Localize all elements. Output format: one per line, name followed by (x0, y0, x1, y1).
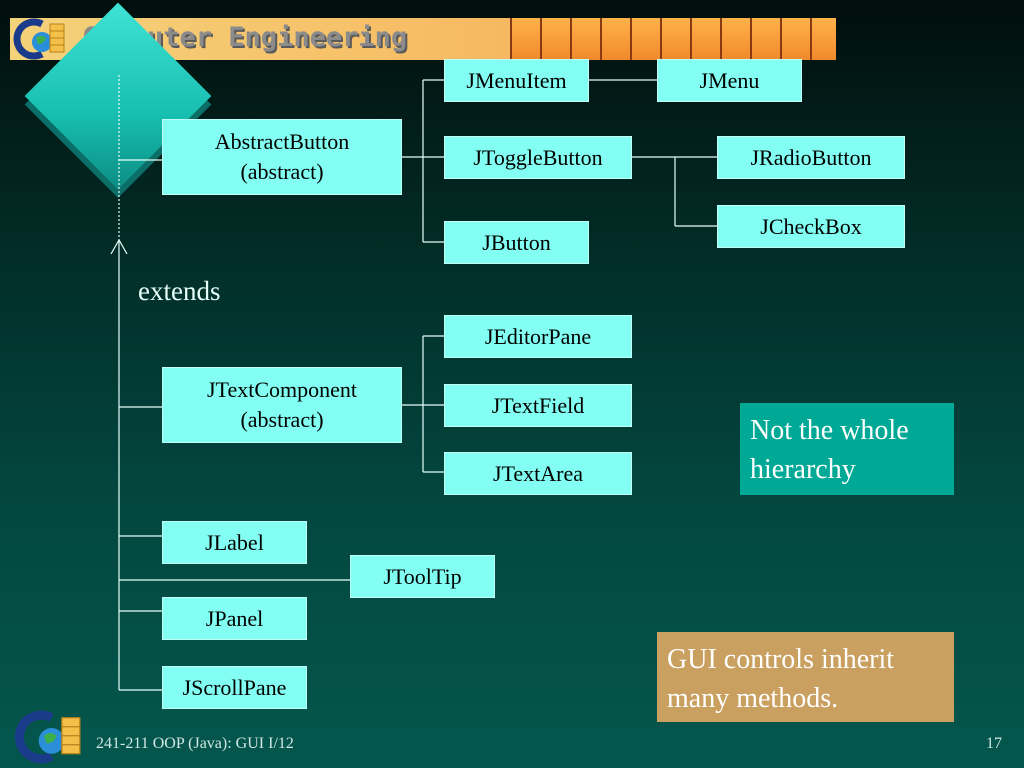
node-jcheckbox-name: JCheckBox (760, 213, 862, 239)
node-jlabel: JLabel (162, 521, 307, 564)
note-gui-controls: GUI controls inherit many methods. (657, 632, 954, 722)
node-jradiobutton-name: JRadioButton (750, 144, 872, 170)
node-jtextfield-name: JTextField (491, 392, 585, 418)
note-gui-controls-line2: many methods. (667, 683, 839, 715)
header-stripe (600, 18, 630, 60)
node-jtextfield: JTextField (444, 384, 632, 427)
header-stripe (720, 18, 750, 60)
node-jbutton: JButton (444, 221, 589, 264)
node-jmenu-name: JMenu (699, 67, 760, 93)
header-stripe (540, 18, 570, 60)
header-stripe (810, 18, 836, 60)
node-jeditorpane: JEditorPane (444, 315, 632, 358)
node-jpanel-name: JPanel (205, 605, 264, 631)
header-stripe (630, 18, 660, 60)
footer-course: 241-211 OOP (Java): GUI I/12 (96, 735, 294, 752)
node-jtogglebutton-name: JToggleButton (473, 144, 603, 170)
header-stripe (780, 18, 810, 60)
node-jmenuitem: JMenuItem (444, 59, 589, 102)
header-stripe (510, 18, 540, 60)
node-jtextcomponent: JTextComponent (abstract) (162, 367, 402, 443)
node-jtooltip: JToolTip (350, 555, 495, 598)
node-abstractbutton-name: AbstractButton (214, 129, 350, 155)
node-jpanel: JPanel (162, 597, 307, 640)
node-jmenuitem-name: JMenuItem (466, 67, 567, 93)
header-stripe (660, 18, 690, 60)
node-jradiobutton: JRadioButton (717, 136, 905, 179)
note-not-whole-line2: hierarchy (750, 454, 856, 486)
node-jlabel-name: JLabel (205, 529, 264, 555)
globe-logo-footer-icon (14, 710, 81, 764)
node-jmenu: JMenu (657, 59, 802, 102)
node-jbutton-name: JButton (482, 229, 551, 255)
node-jeditorpane-name: JEditorPane (484, 323, 592, 349)
node-jscrollpane: JScrollPane (162, 666, 307, 709)
header-stripe (750, 18, 780, 60)
node-jtooltip-name: JToolTip (383, 563, 462, 589)
page-number: 17 (986, 735, 1002, 752)
header-stripe (690, 18, 720, 60)
node-jscrollpane-name: JScrollPane (182, 674, 287, 700)
node-abstractbutton: AbstractButton (abstract) (162, 119, 402, 195)
header-banner: Computer Engineering (10, 18, 836, 60)
node-jcheckbox: JCheckBox (717, 205, 905, 248)
node-abstractbutton-qualifier: (abstract) (240, 159, 324, 184)
header-stripe (570, 18, 600, 60)
node-jtextcomponent-name: JTextComponent (206, 377, 357, 403)
extends-label: extends (138, 276, 221, 306)
note-gui-controls-line1: GUI controls inherit (667, 644, 895, 675)
note-not-whole-hierarchy: Not the whole hierarchy (740, 403, 954, 495)
globe-logo-icon (13, 18, 65, 60)
node-jtogglebutton: JToggleButton (444, 136, 632, 179)
note-not-whole-line1: Not the whole (750, 415, 909, 446)
node-jtextcomponent-qualifier: (abstract) (240, 407, 324, 432)
node-jtextarea: JTextArea (444, 452, 632, 495)
node-jtextarea-name: JTextArea (492, 460, 584, 486)
